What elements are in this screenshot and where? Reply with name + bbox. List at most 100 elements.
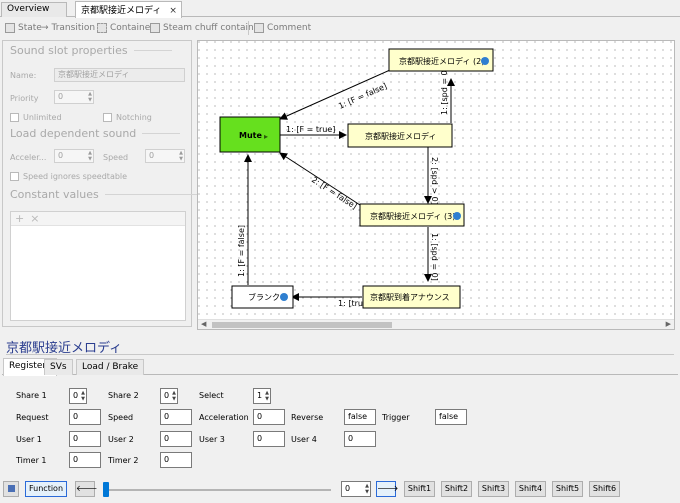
user2-field[interactable]: 0 <box>160 431 192 447</box>
trigger-field[interactable]: false <box>435 409 467 425</box>
previous-button[interactable]: 🡐 <box>75 481 98 497</box>
priority-value: 0 <box>58 92 64 101</box>
node-mute[interactable]: Mute ▸ <box>219 116 281 153</box>
arrow-left-icon: 🡐 <box>76 484 98 493</box>
arrow-right-icon: 🡒 <box>377 484 399 493</box>
tab-svs[interactable]: SVs <box>44 359 73 375</box>
speed-label: Speed <box>103 153 129 162</box>
user3-field[interactable]: 0 <box>253 431 285 447</box>
tab-melody[interactable]: 京都駅接近メロディ× <box>75 1 182 18</box>
name-field[interactable]: 京都駅接近メロディ <box>54 68 185 82</box>
node-blank[interactable]: ブランク <box>231 285 294 309</box>
constant-values-heading: Constant values <box>10 188 200 201</box>
slider-track[interactable] <box>103 489 331 491</box>
user4-field[interactable]: 0 <box>344 431 376 447</box>
share2-stepper[interactable]: 0▲▼ <box>160 388 178 404</box>
speed-stepper[interactable]: 0▲▼ <box>145 149 185 163</box>
unlimited-checkbox[interactable]: Unlimited <box>10 113 62 122</box>
loop-icon <box>481 57 489 65</box>
edge-melody3-to-mute[interactable] <box>279 152 361 206</box>
scroll-left-icon[interactable]: ◀ <box>201 320 207 328</box>
heading-rule <box>142 133 181 134</box>
timer1-field[interactable]: 0 <box>69 452 101 468</box>
scroll-right-icon[interactable]: ▶ <box>665 320 671 328</box>
shift2-button[interactable]: Shift2 <box>441 481 472 497</box>
acceleration-field[interactable]: 0 <box>253 409 285 425</box>
tab-overview[interactable]: Overview <box>1 2 67 17</box>
close-icon[interactable]: × <box>169 6 177 16</box>
checkbox-box <box>103 113 112 122</box>
state-icon <box>5 23 15 33</box>
tab-registers-label: Registers <box>9 361 51 371</box>
node-blank-label: ブランク <box>248 292 280 302</box>
steam-chuff-tool[interactable]: Steam chuff container <box>150 21 263 35</box>
node-mute-label: Mute <box>239 131 262 140</box>
shift4-button[interactable]: Shift4 <box>515 481 546 497</box>
diagram-svg: 1: [F = false] 1: [F = true] 1: [spd = 0… <box>198 41 674 321</box>
stop-button[interactable] <box>3 481 19 497</box>
timer2-label: Timer 2 <box>108 456 139 465</box>
comment-tool-label: Comment <box>267 23 312 33</box>
share2-label: Share 2 <box>108 391 139 400</box>
unlimited-label: Unlimited <box>23 113 62 122</box>
edge-melody2-to-mute[interactable] <box>279 69 391 120</box>
diagram-canvas[interactable]: 1: [F = false] 1: [F = true] 1: [spd = 0… <box>197 40 675 330</box>
add-icon[interactable]: + <box>15 212 25 225</box>
share1-stepper[interactable]: 0▲▼ <box>69 388 87 404</box>
speed-reg-field[interactable]: 0 <box>160 409 192 425</box>
shift1-button[interactable]: Shift1 <box>404 481 435 497</box>
container-tool-label: Container <box>110 23 154 33</box>
delete-icon[interactable]: × <box>30 212 40 225</box>
accel-stepper[interactable]: 0▲▼ <box>54 149 94 163</box>
transition-tool[interactable]: →Transition <box>41 21 95 35</box>
document-tabs: Overview 京都駅接近メロディ× <box>0 0 680 18</box>
checkbox-box <box>10 172 19 181</box>
timer2-field[interactable]: 0 <box>160 452 192 468</box>
user3-label: User 3 <box>199 435 225 444</box>
container-tool[interactable]: Container <box>97 21 154 35</box>
loop-icon <box>453 212 461 220</box>
load-dependent-heading: Load dependent sound <box>10 127 181 140</box>
edge-label-e3: 1: [spd = 0] <box>440 67 449 115</box>
state-tool[interactable]: State <box>5 21 42 35</box>
request-field[interactable]: 0 <box>69 409 101 425</box>
speed-ignores-checkbox[interactable]: Speed ignores speedtable <box>10 172 127 181</box>
title-divider <box>6 354 674 355</box>
priority-stepper[interactable]: 0 ▲▼ <box>54 90 94 104</box>
request-label: Request <box>16 413 49 422</box>
stepper-arrows-icon: ▲▼ <box>365 483 369 495</box>
reverse-field[interactable]: false <box>344 409 376 425</box>
stepper-arrows-icon: ▲▼ <box>88 91 92 103</box>
horizontal-scrollbar[interactable]: ◀ ▶ <box>198 319 674 329</box>
shift3-button[interactable]: Shift3 <box>478 481 509 497</box>
notching-checkbox[interactable]: Notching <box>103 113 152 122</box>
state-tool-label: State <box>18 23 42 33</box>
node-melody3[interactable]: 京都駅接近メロディ (3) <box>359 203 465 227</box>
slider-thumb[interactable] <box>103 482 109 497</box>
slider-value-stepper[interactable]: 0▲▼ <box>341 481 371 497</box>
function-button[interactable]: Function <box>25 481 67 497</box>
share2-value: 0 <box>164 391 170 400</box>
shift6-button[interactable]: Shift6 <box>589 481 620 497</box>
tab-load-brake[interactable]: Load / Brake <box>76 359 145 375</box>
stepper-arrows-icon: ▲▼ <box>179 150 183 162</box>
scrollbar-thumb[interactable] <box>212 322 392 328</box>
speed-reg-label: Speed <box>108 413 134 422</box>
transition-tool-label: Transition <box>51 23 96 33</box>
loop-icon <box>280 293 288 301</box>
user1-field[interactable]: 0 <box>69 431 101 447</box>
comment-tool[interactable]: Comment <box>254 21 311 35</box>
container-icon <box>97 23 107 33</box>
stepper-arrows-icon: ▲▼ <box>172 390 176 402</box>
name-label: Name: <box>10 71 37 80</box>
node-melody[interactable]: 京都駅接近メロディ <box>347 123 453 148</box>
bottom-tabs: Registers SVs Load / Brake <box>2 358 678 376</box>
node-arrival[interactable]: 京都駅到着アナウンス <box>362 285 461 309</box>
node-melody2[interactable]: 京都駅接近メロディ (2) <box>388 48 494 72</box>
select-stepper[interactable]: 1▲▼ <box>253 388 271 404</box>
next-button[interactable]: 🡒 <box>376 481 399 497</box>
edge-label-e7: 1: [true] <box>338 299 371 308</box>
constant-values-list[interactable]: +× <box>10 211 186 321</box>
list-toolbar: +× <box>11 212 185 226</box>
shift5-button[interactable]: Shift5 <box>552 481 583 497</box>
